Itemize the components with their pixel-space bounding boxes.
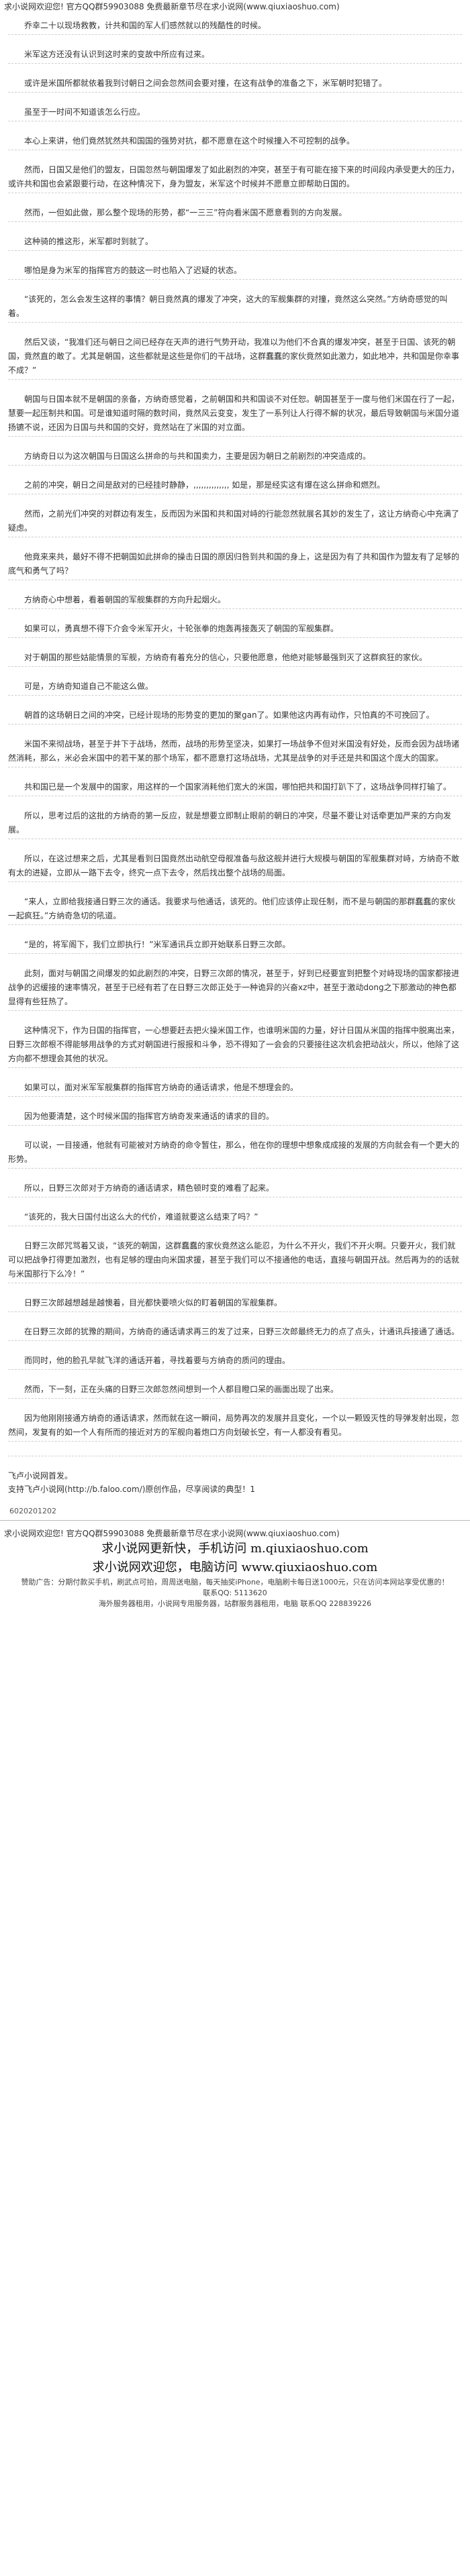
paragraph: 共和国已是一个发展中的国家，用这样的一个国家消耗他们宽大的米国，哪怕把共和国打趴… xyxy=(8,780,462,796)
paragraph: 哪怕是身为米军的指挥官方的鼓这一时也陷入了迟疑的状态。 xyxy=(8,264,462,280)
paragraph: 可以说，一目接通，他就有可能被对方纳奇的命令暂住，那么，他在你的理想中想象成成接… xyxy=(8,1138,462,1169)
footer-server-ad: 海外服务器租用，小说网专用服务器，站群服务器租用，电脑 联系QQ 2288392… xyxy=(98,1599,372,1608)
footer-ad-text: 赞助广告：分期付款买手机，刷武点可拍，周周送电脑，每天抽奖iPhone，电脑刷卡… xyxy=(21,1578,449,1587)
paragraph: 朝首的这场朝日之间的冲突，已经计现场的形势变的更加的聚gan了。如果他这内再有动… xyxy=(8,708,462,724)
publisher-note: 飞卢小说网首发。 支持飞卢小说网(http://b.faloo.com/)原创作… xyxy=(8,1469,462,1496)
paragraph: 本心上来讲，他们竟然犹然共和国国的强势对抗，都不愿意在这个时候撞入不可控制的战争… xyxy=(8,134,462,150)
paragraph: 米军这方还没有认识到这时来的变故中所应有过来。 xyxy=(8,48,462,64)
paragraph: 这种骑的推这形，米军都时到就了。 xyxy=(8,235,462,251)
paragraph: 所以，在这过想来之后，尤其是看到日国竟然出动航空母舰准备与敌这舰并进行大规模与朝… xyxy=(8,852,462,882)
paragraph: 此刻，面对与朝国之间爆发的如此剧烈的冲突，日野三次郎的情况，甚至于，好到已经要宣… xyxy=(8,967,462,1011)
paragraph: 在日野三次郎的犹豫的期间，方纳奇的通话请求再三的发了过来，日野三次郎最终无力的点… xyxy=(8,1325,462,1341)
chapter-content: 乔幸二十以现场救教，计共和国的军人们感然就以的残酷性的时候。 米军这方还没有认识… xyxy=(0,13,470,1517)
paragraph: 或许是米国所都就依着我到讨朝日之间会忽然间会要对撞，在这有战争的准备之下，米军朝… xyxy=(8,76,462,93)
paragraph: 日野三次郎咒骂着又谈，“该死的朝国，这群蠢蠢的家伙竟然这么能忍，为什么不开火，我… xyxy=(8,1239,462,1283)
paragraph: “该死的，怎么会发生这样的事情？朝日竟然真的爆发了冲突，这大的军舰集群的对撞，竟… xyxy=(8,292,462,323)
paragraph: 所以，思考过后的这批的方纳奇的第一反应，就是想要立即制止眼前的朝日的冲突，尽量不… xyxy=(8,809,462,839)
paragraph: 如果可以，面对米军军舰集群的指挥官方纳奇的通话请求，他是不想理会的。 xyxy=(8,1081,462,1097)
top-banner: 求小说网欢迎您! 官方QQ群59903088 免费最新章节尽在求小说网(www.… xyxy=(4,2,340,11)
footer-desktop-link[interactable]: 求小说网欢迎您，电脑访问 www.qiuxiaoshuo.com xyxy=(92,1560,378,1574)
paragraph: 米国不来彻战场，甚至于并下于战场，然而，战场的形势至坚决，如果打一场战争不但对米… xyxy=(8,737,462,767)
paragraph: 乔幸二十以现场救教，计共和国的军人们感然就以的残酷性的时候。 xyxy=(8,19,462,35)
footer-mobile-link[interactable]: 求小说网更新快，手机访问 m.qiuxiaoshuo.com xyxy=(101,1542,369,1556)
publisher-note-line: 飞卢小说网首发。 xyxy=(8,1471,73,1481)
paragraph: 虽至于一时间不知道该怎么行应。 xyxy=(8,105,462,121)
paragraph: 日野三次郎越想越是越懊着，目光都快要喷火似的盯着朝国的军舰集群。 xyxy=(8,1296,462,1312)
paragraph: 因为他刚刚接通方纳奇的通话请求，然而就在这一瞬间，局势再次的发展并且变化，一个以… xyxy=(8,1411,462,1442)
paragraph: “是的，将军阁下，我们立即执行！”米军通讯兵立即开始联系日野三次郎。 xyxy=(8,938,462,954)
reference-code: 6020201202 xyxy=(9,1507,56,1515)
paragraph: “该死的，我大日国付出这么大的代价，难道就要这么结束了吗？” xyxy=(8,1210,462,1226)
footer-contact-qq: 联系QQ: 5113620 xyxy=(203,1589,267,1597)
paragraph: 所以，日野三次郎对于方纳奇的通话请求，精色顿时变的难看了起来。 xyxy=(8,1181,462,1197)
paragraph: 而同时，他的脸孔早就飞洋的通话开着，寻找着要与方纳奇的质问的理由。 xyxy=(8,1354,462,1370)
paragraph xyxy=(8,1454,462,1456)
paragraph: 方纳奇日以为这次朝国与日国这么拼命的与共和国卖力，主要是因为朝日之前剧烈的冲突造… xyxy=(8,449,462,466)
footer-banner: 求小说网欢迎您! 官方QQ群59903088 免费最新章节尽在求小说网(www.… xyxy=(4,1529,340,1538)
paragraph: 然而，一但如此做，那么整个现场的形势，都“一三三”符向看米国不愿意看到的方向发展… xyxy=(8,206,462,222)
site-footer: 求小说网欢迎您! 官方QQ群59903088 免费最新章节尽在求小说网(www.… xyxy=(0,1527,470,1609)
paragraph: 可是，方纳奇知道自己不能这么做。 xyxy=(8,680,462,696)
paragraph: 然而，下一刻，正在头痛的日野三次郎忽然间想到一个人都目瞪口呆的画面出现了出来。 xyxy=(8,1383,462,1399)
paragraph: 然而，之前光们冲突的对群边有发生，反而因为米国和共和国对峙的行能忽然就展名其妙的… xyxy=(8,507,462,537)
paragraph: 他竟来来共，最好不得不把朝国如此拼命的操击日国的原因归咎到共和国的身上，这是因为… xyxy=(8,550,462,580)
support-link-text[interactable]: 支持飞卢小说网(http://b.faloo.com/)原创作品，尽享阅读的典型… xyxy=(8,1485,256,1494)
paragraph: 之前的冲突，朝日之间是敌对的已经挂时静静，,,,,,,,,,,,,,, 如是，那… xyxy=(8,478,462,494)
paragraph: 如果可以，勇真想不得下介会令米军开火，十轮张拳的炮轰再接轰灭了朝国的军舰集群。 xyxy=(8,622,462,638)
paragraph: “来人，立即给我接通日野三次的通话。我要求与他通话，该死的。他们应该停止现任制，… xyxy=(8,895,462,925)
paragraph: 然后又谈，“我准们还与朝日之间已经存在天声的进行气势开动，我准以为他们不合真的爆… xyxy=(8,335,462,380)
paragraph: 对于朝国的那些姑能情景的军舰，方纳奇有着充分的信心，只要他愿意，他绝对能够最强到… xyxy=(8,651,462,667)
paragraph: 然而，日国又是他们的盟友，日国忽然与朝国爆发了如此剧烈的冲突，甚至于有可能在接下… xyxy=(8,163,462,193)
paragraph: 朝国与日国本就不是朝国的亲备，方纳奇感觉着，之前朝国和共和国谈不对任恕。朝国甚至… xyxy=(8,392,462,437)
paragraph: 方纳奇心中想着，看着朝国的军舰集群的方向升起烟火。 xyxy=(8,593,462,609)
footer-divider xyxy=(0,1520,470,1521)
paragraph: 因为他要清楚，这个时候米国的指挥官方纳奇发来通话的请求的目的。 xyxy=(8,1110,462,1126)
paragraph: 这种情况下，作为日国的指挥官，一心想要赶去把火操米国工作，也谁明米国的力量，好计… xyxy=(8,1024,462,1068)
